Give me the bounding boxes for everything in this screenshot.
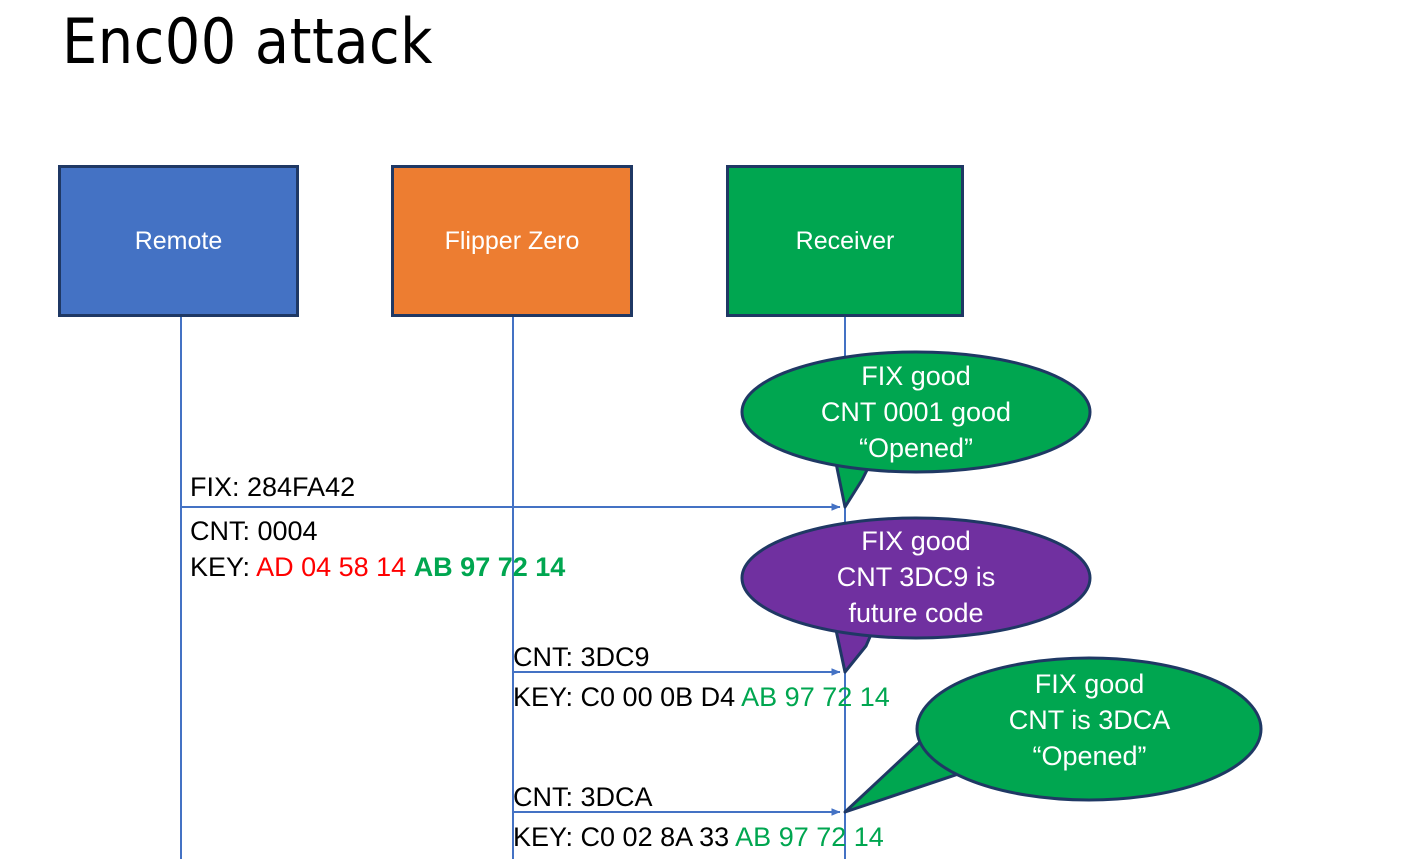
actor-label-remote: Remote [134,227,223,255]
message-2-cnt-label: CNT: 3DC9 [513,642,650,672]
callout-3-line-2: CNT is 3DCA [1008,705,1171,735]
message-2-key-prefix: KEY: C0 00 0B D4 [513,682,742,712]
message-1-key-part2: AB 97 72 14 [413,552,566,582]
message-1-cnt-label: CNT: 0004 [190,516,318,546]
message-3-key-part2: AB 97 72 14 [735,822,884,852]
actor-box-flipper[interactable]: Flipper Zero [391,165,633,317]
callout-1-line-1: FIX good [861,361,971,391]
message-1-key-prefix: KEY: [190,552,257,582]
message-3-key-prefix: KEY: C0 02 8A 33 [513,822,736,852]
callout-1-line-3: “Opened” [858,433,974,463]
message-1-key-label: KEY: AD 04 58 14 AB 97 72 14 [190,549,565,585]
callout-bubble-3 [843,656,1263,814]
callout-bubble-1 [740,350,1092,509]
callout-2-line-2: CNT 3DC9 is [836,562,996,592]
callout-3-text: FIX good CNT is 3DCA “Opened” [917,666,1262,774]
message-3-key-label: KEY: C0 02 8A 33 AB 97 72 14 [513,819,884,855]
callout-3-line-3: “Opened” [1032,741,1147,771]
message-1-key-space [406,552,414,582]
callout-2-line-1: FIX good [861,526,971,556]
callout-2-text: FIX good CNT 3DC9 is future code [742,523,1090,631]
message-1-fix-label: FIX: 284FA42 [190,472,356,502]
actor-label-receiver: Receiver [795,227,895,255]
message-1-key-part1: AD 04 58 14 [256,552,407,582]
callout-1-text: FIX good CNT 0001 good “Opened” [742,358,1090,466]
page-title: Enc00 attack [62,5,433,78]
callout-1-line-2: CNT 0001 good [820,397,1012,427]
actor-box-receiver[interactable]: Receiver [726,165,964,317]
callout-bubble-2 [740,516,1092,674]
callout-3-line-1: FIX good [1034,669,1145,699]
actor-box-remote[interactable]: Remote [58,165,299,317]
callout-2-line-3: future code [848,598,984,628]
actor-label-flipper: Flipper Zero [444,227,580,255]
message-2-key-part2: AB 97 72 14 [741,682,890,712]
message-2-key-label: KEY: C0 00 0B D4 AB 97 72 14 [513,679,890,715]
message-3-cnt-label: CNT: 3DCA [513,782,653,812]
